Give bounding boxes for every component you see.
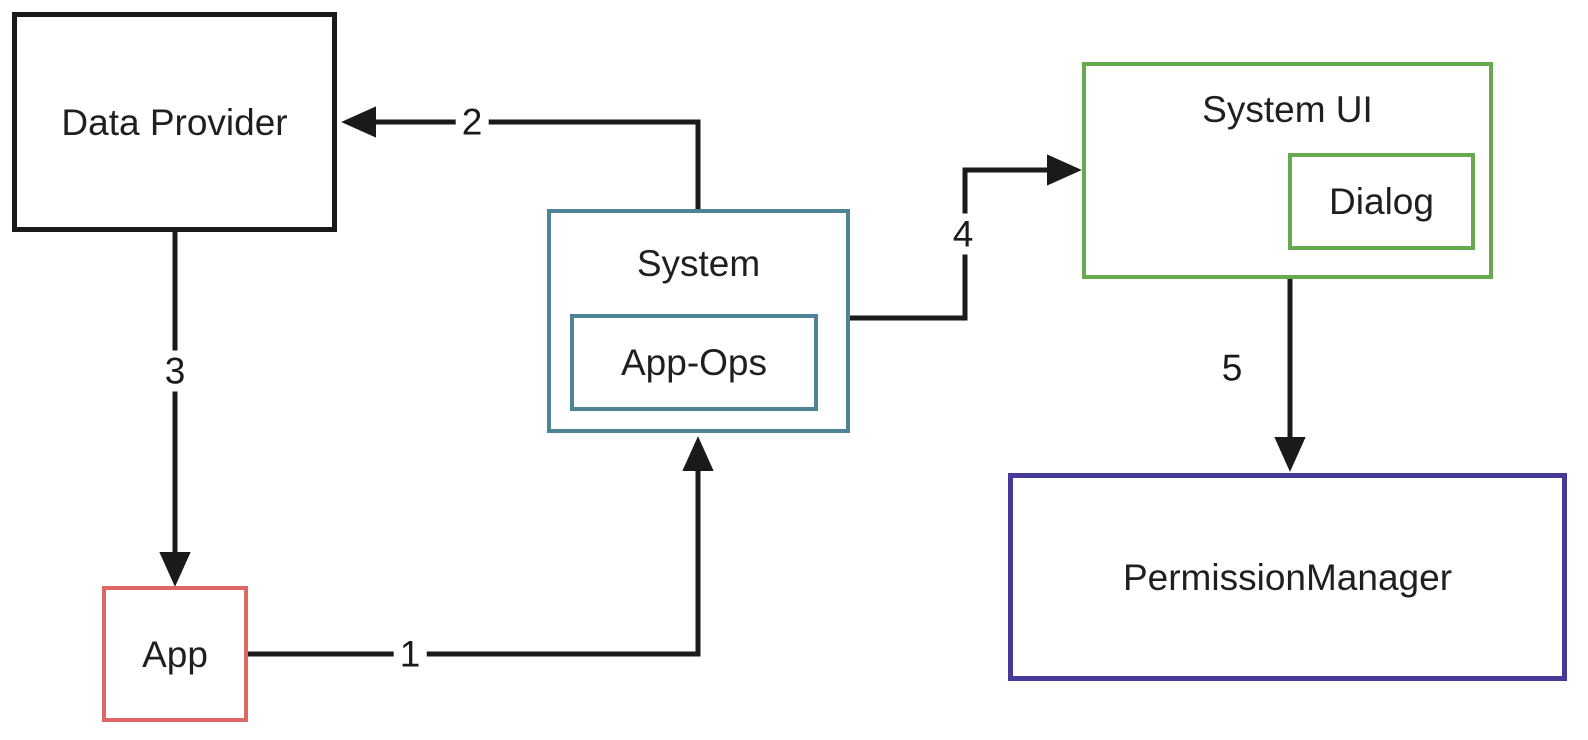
node-app-ops-label: App-Ops bbox=[620, 342, 767, 383]
edge-label-4: 4 bbox=[946, 213, 980, 255]
node-system: System App-Ops bbox=[547, 209, 850, 433]
node-system-ui-label: System UI bbox=[1202, 89, 1373, 130]
edge-1-app-to-system bbox=[248, 436, 714, 657]
edge-2-system-to-data-provider bbox=[341, 106, 701, 209]
node-system-label: System bbox=[636, 243, 761, 284]
node-permission-manager: PermissionManager bbox=[1008, 473, 1567, 681]
node-app-ops: App-Ops bbox=[570, 314, 818, 411]
node-system-ui: System UI Dialog bbox=[1082, 62, 1493, 279]
node-dialog-label: Dialog bbox=[1329, 181, 1434, 222]
node-dialog: Dialog bbox=[1288, 153, 1475, 250]
node-permission-manager-label: PermissionManager bbox=[1122, 556, 1453, 598]
node-app: App bbox=[102, 586, 248, 722]
edge-label-2: 2 bbox=[455, 101, 489, 143]
node-data-provider: Data Provider bbox=[12, 12, 337, 232]
node-data-provider-label: Data Provider bbox=[61, 101, 288, 143]
node-app-label: App bbox=[142, 633, 208, 675]
edge-label-5: 5 bbox=[1215, 347, 1249, 389]
edge-label-3: 3 bbox=[158, 350, 192, 392]
edge-label-1: 1 bbox=[393, 633, 427, 675]
